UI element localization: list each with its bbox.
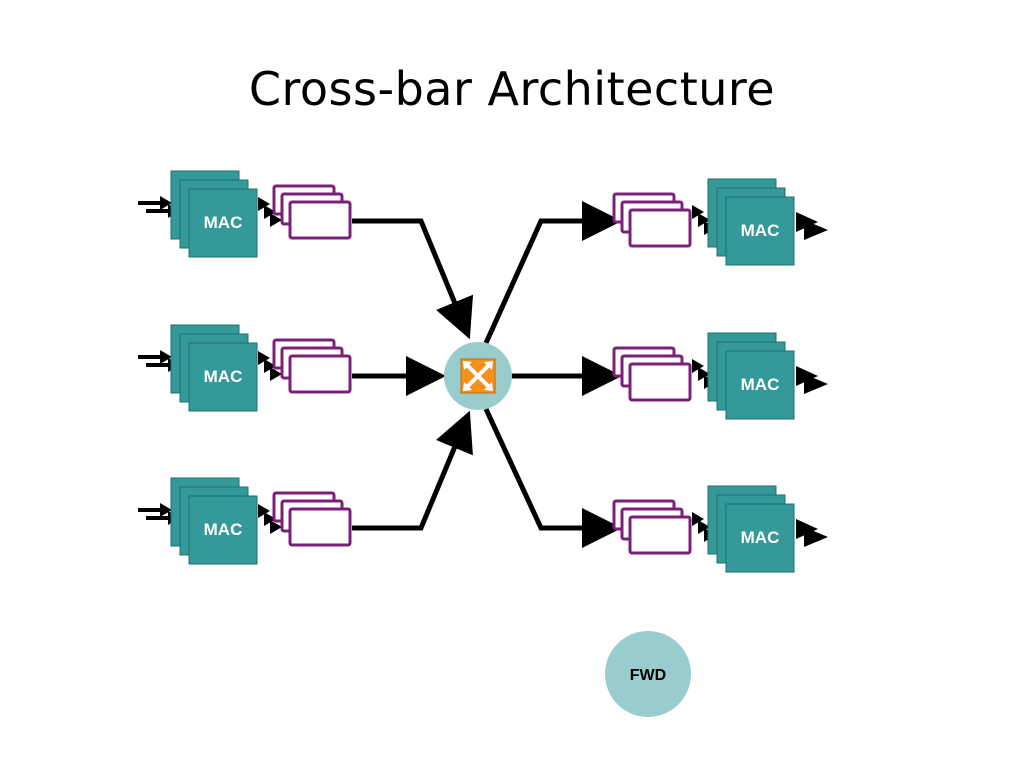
mac-to-queue-arrows — [258, 351, 282, 381]
output-queue-stack — [612, 499, 692, 555]
crossbar-connections — [352, 201, 622, 548]
crossbar-switch-icon — [460, 358, 496, 394]
input-3-link — [352, 410, 473, 531]
output-arrows — [796, 519, 828, 547]
forwarding-engine: FWD — [605, 631, 691, 717]
output-mac-stack: MAC — [707, 178, 795, 266]
output-3-link — [483, 407, 622, 548]
input-port-1: MAC — [138, 170, 352, 258]
input-queue-stack — [272, 338, 352, 394]
mac-label: MAC — [741, 375, 780, 394]
input-mac-stack: MAC — [170, 324, 258, 412]
input-queue-stack — [272, 184, 352, 240]
input-mac-stack: MAC — [170, 170, 258, 258]
input-queue-stack — [272, 491, 352, 547]
input-1-link — [352, 218, 474, 340]
output-mac-stack: MAC — [707, 485, 795, 573]
page-title: Cross-bar Architecture — [248, 62, 776, 116]
mac-label: MAC — [741, 221, 780, 240]
output-arrows — [796, 366, 828, 394]
crossbar-switch — [444, 342, 512, 410]
output-1-link — [483, 201, 622, 345]
input-mac-stack: MAC — [170, 477, 258, 565]
mac-to-queue-arrows — [258, 504, 282, 534]
output-port-3: MAC — [612, 485, 828, 573]
output-port-2: MAC — [612, 332, 828, 420]
mac-to-queue-arrows — [258, 197, 282, 227]
mac-label: MAC — [204, 367, 243, 386]
mac-label: MAC — [741, 528, 780, 547]
input-port-2: MAC — [138, 324, 352, 412]
output-mac-stack: MAC — [707, 332, 795, 420]
input-port-3: MAC — [138, 477, 352, 565]
output-port-1: MAC — [612, 178, 828, 266]
output-queue-stack — [612, 346, 692, 402]
mac-label: MAC — [204, 520, 243, 539]
output-arrows — [796, 212, 828, 240]
fwd-label: FWD — [630, 667, 666, 684]
mac-label: MAC — [204, 213, 243, 232]
output-queue-stack — [612, 192, 692, 248]
